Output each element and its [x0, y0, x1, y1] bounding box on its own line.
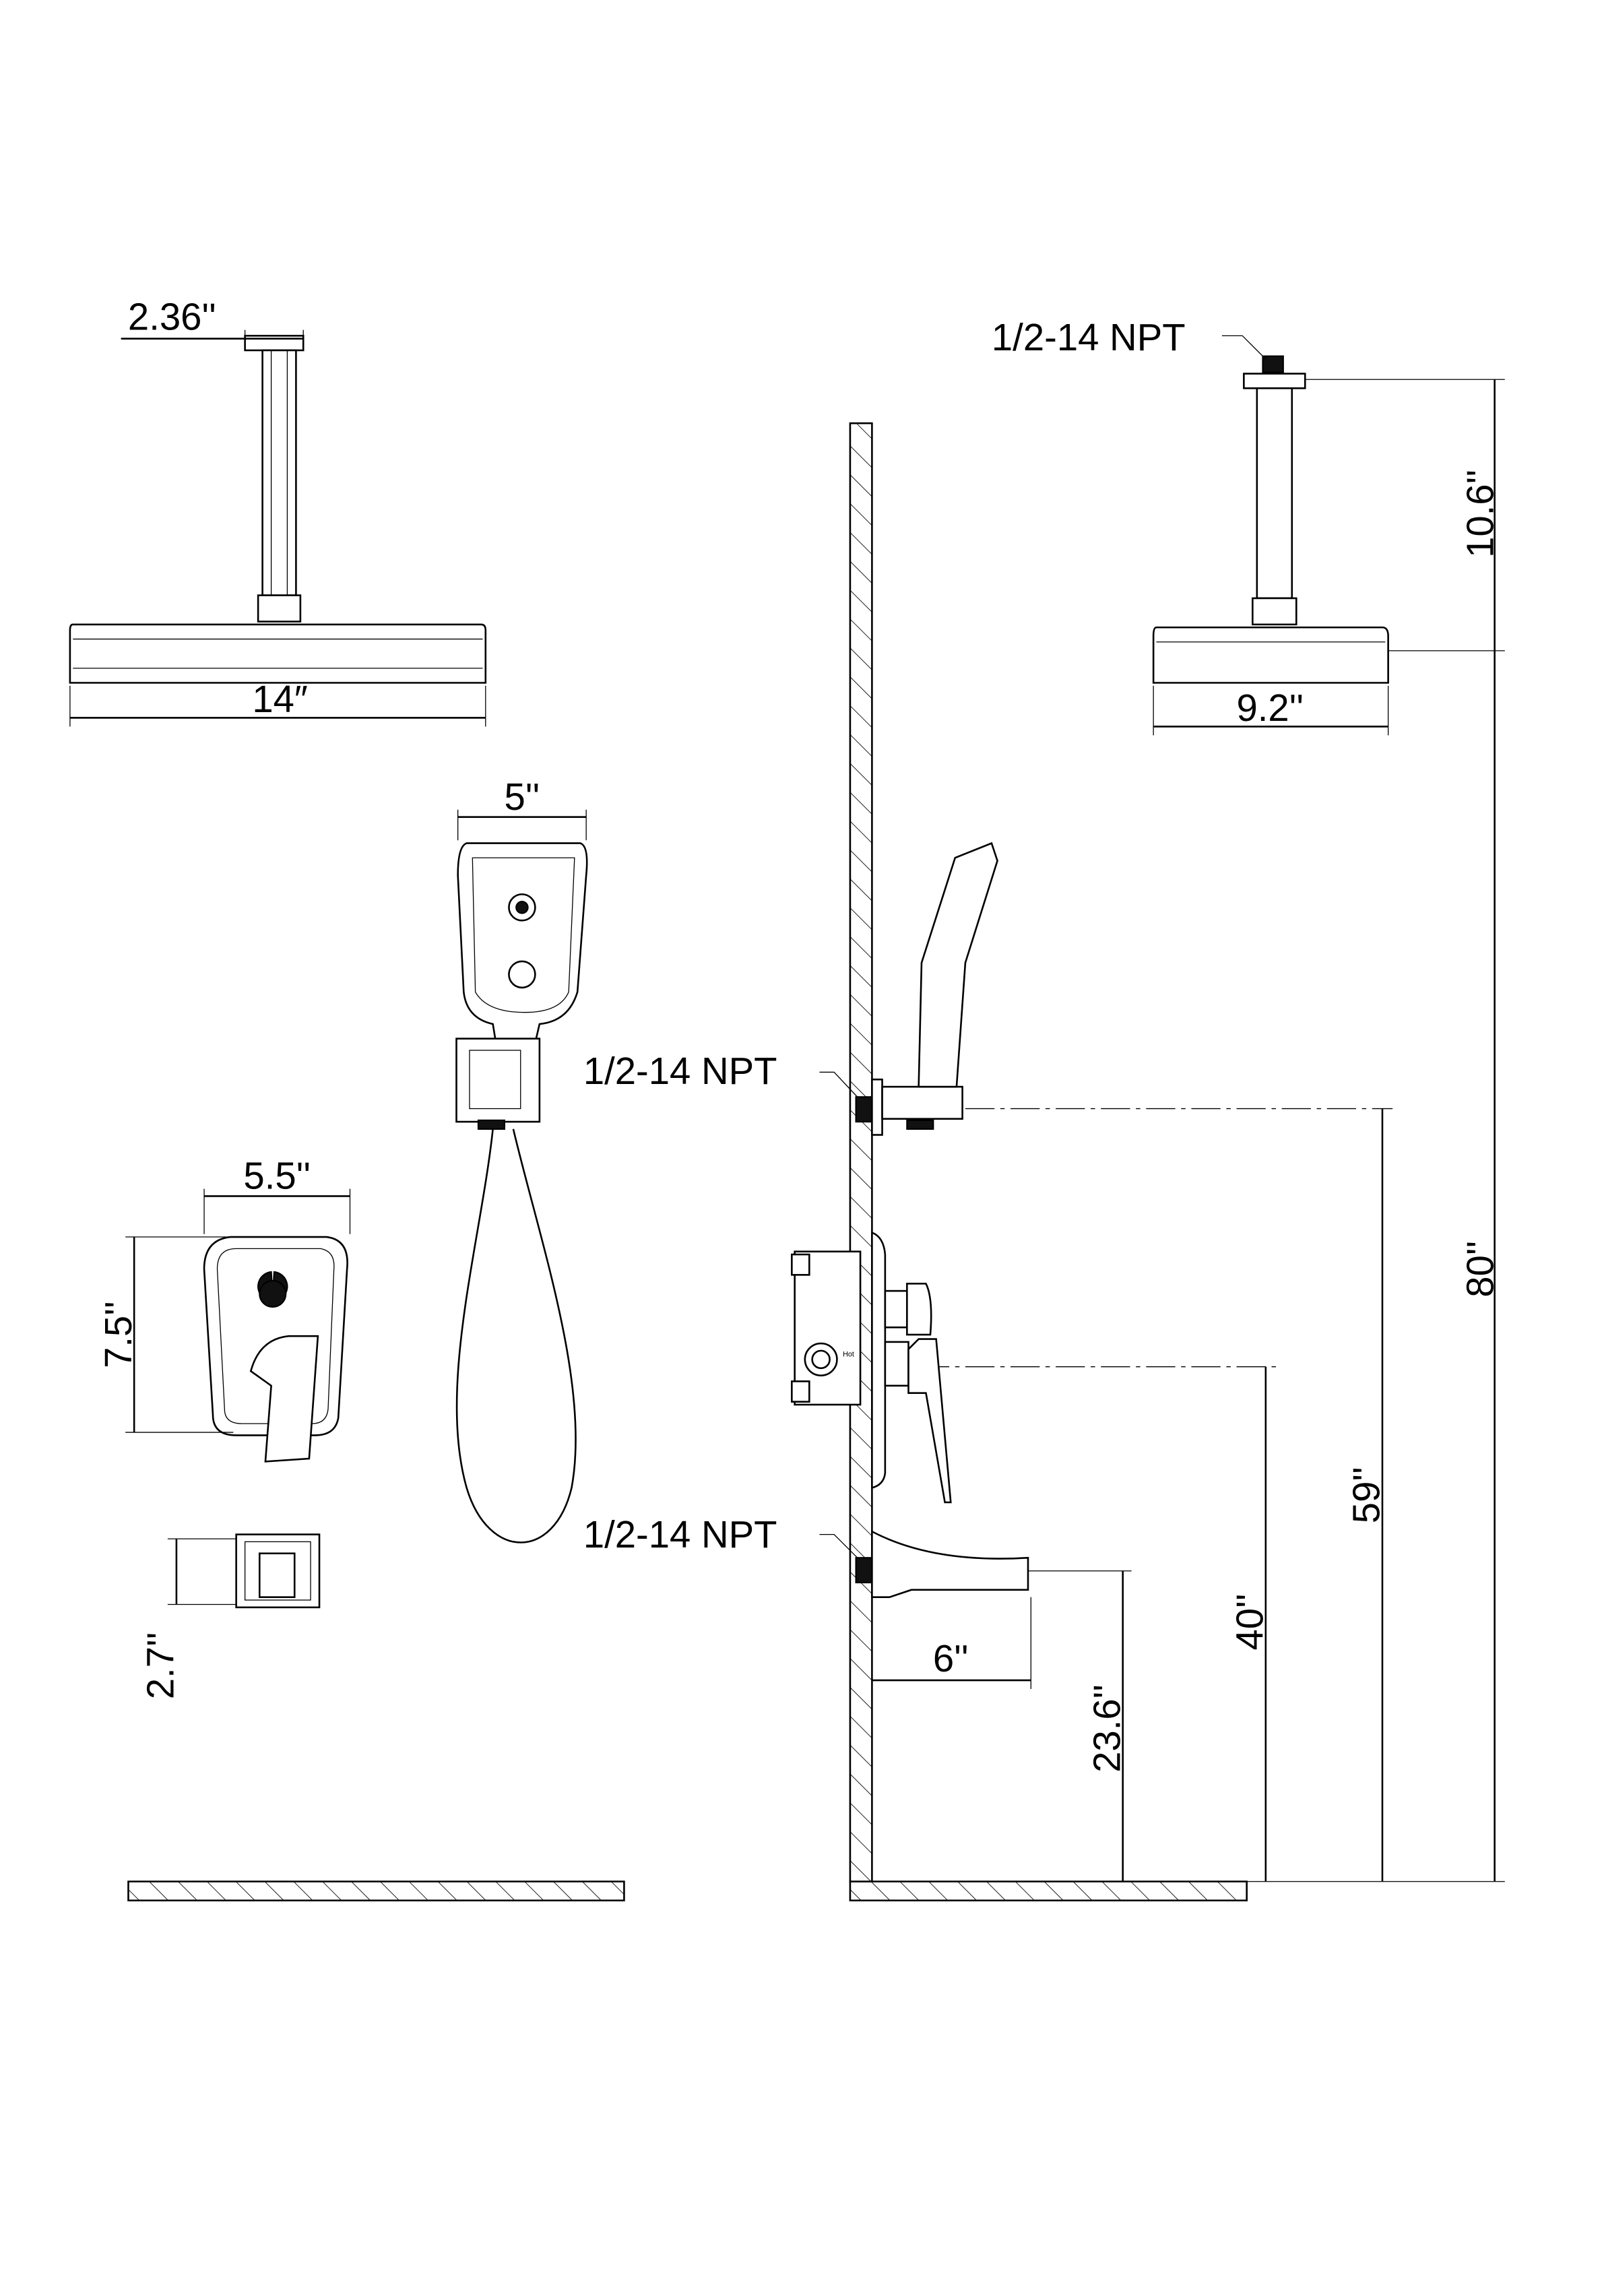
dim-label-9-2: 9.2''	[1236, 687, 1304, 729]
valve-side-view: Hot	[791, 1231, 952, 1504]
hot-marking: Hot	[843, 1351, 854, 1359]
npt-callout-spout: 1/2-14 NPT	[583, 1513, 777, 1556]
wall-section	[127, 422, 1248, 1902]
dim-label-2-7: 2.7''	[139, 1632, 182, 1700]
dim-label-10-6: 10.6''	[1458, 470, 1501, 558]
dim-label-5-5: 5.5''	[243, 1155, 311, 1197]
npt-callout-top: 1/2-14 NPT	[992, 316, 1186, 358]
dim-label-23-6: 23.6''	[1085, 1684, 1128, 1773]
npt-callout-handheld: 1/2-14 NPT	[583, 1050, 777, 1092]
floor-left	[127, 1880, 625, 1902]
spout-front-view: 2.7''	[139, 1533, 321, 1700]
valve-trim-front-view: 5.5'' 7.5''	[97, 1155, 351, 1463]
dim-label-80: 80''	[1458, 1241, 1501, 1298]
dim-label-2-36: 2.36''	[128, 296, 216, 338]
dim-label-5: 5''	[505, 775, 540, 818]
rain-shower-front-view: 2.36'' 14″	[69, 296, 487, 727]
height-dimensions: 10.6'' 80'' 59'' 40'' 23.6''	[874, 379, 1505, 1882]
dim-label-7-5: 7.5''	[97, 1301, 139, 1368]
handheld-side-view: 1/2-14 NPT	[583, 841, 998, 1136]
rain-shower-side-view: 9.2'' 1/2-14 NPT	[992, 316, 1505, 736]
spout-side-view: 1/2-14 NPT 6''	[583, 1513, 1031, 1690]
dim-label-6: 6''	[933, 1637, 969, 1680]
dim-label-40: 40''	[1228, 1593, 1271, 1650]
dim-label-14: 14″	[252, 678, 308, 720]
dim-label-59: 59''	[1345, 1467, 1388, 1523]
handheld-front-view: 5''	[455, 775, 588, 1543]
